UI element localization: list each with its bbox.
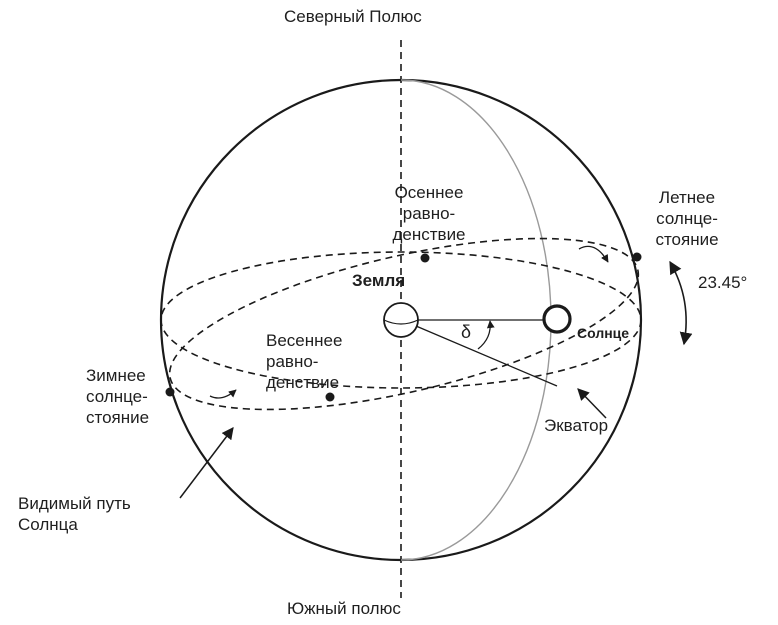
earth-globe — [383, 302, 419, 338]
summer-solstice-line-3: стояние — [655, 230, 719, 249]
autumn-equinox-line-2: равно- — [402, 204, 456, 223]
earth-label: Земля — [352, 271, 406, 290]
curved-arrow-icon — [209, 389, 237, 399]
celestial-equator — [160, 251, 642, 389]
earth-equator-line — [383, 319, 419, 325]
autumn-equinox-point — [420, 253, 430, 263]
arrow-icon — [179, 427, 234, 499]
arrow-icon — [577, 388, 607, 419]
tilt-angle-label: 23.45° — [698, 273, 748, 292]
autumn-equinox-label: Осеннее равно- денствие — [386, 182, 472, 245]
autumn-equinox-line-1: Осеннее — [394, 183, 464, 202]
summer-solstice-line-2: солнце- — [656, 209, 718, 228]
south-pole-label: Южный полюс — [287, 599, 401, 618]
sun-path-label: Видимый путь Солнца — [18, 493, 131, 535]
sun-disk — [542, 304, 572, 334]
sun-path-line-2: Солнца — [18, 515, 78, 534]
declination-arc — [477, 320, 495, 350]
equator-label: Экватор — [544, 416, 609, 435]
summer-solstice-point — [632, 252, 642, 262]
spring-equinox-line-2: равно- — [266, 352, 319, 371]
winter-solstice-line-1: Зимнее — [86, 366, 146, 385]
sun-label: Солнце — [577, 325, 630, 341]
autumn-equinox-line-3: денствие — [392, 225, 466, 244]
winter-solstice-label: Зимнее солнце- стояние — [86, 365, 149, 428]
winter-solstice-line-3: стояние — [86, 408, 150, 427]
winter-solstice-point — [165, 387, 175, 397]
winter-solstice-line-2: солнце- — [86, 387, 148, 406]
curved-arrow-icon — [578, 245, 609, 263]
spring-equinox-line-3: денствие — [266, 373, 340, 392]
sun-path-line-1: Видимый путь — [18, 494, 131, 513]
summer-solstice-line-1: Летнее — [658, 188, 716, 207]
spring-equinox-label: Весеннее равно- денствие — [266, 330, 342, 393]
north-pole-label: Северный Полюс — [284, 7, 422, 26]
spring-equinox-point — [325, 392, 335, 402]
spring-equinox-line-1: Весеннее — [266, 331, 343, 350]
summer-solstice-label: Летнее солнце- стояние — [644, 187, 730, 250]
double-arrow-icon — [669, 260, 693, 346]
equator-plane-line — [415, 325, 558, 387]
delta-label: δ — [461, 322, 472, 342]
ecliptic-path — [168, 237, 640, 411]
